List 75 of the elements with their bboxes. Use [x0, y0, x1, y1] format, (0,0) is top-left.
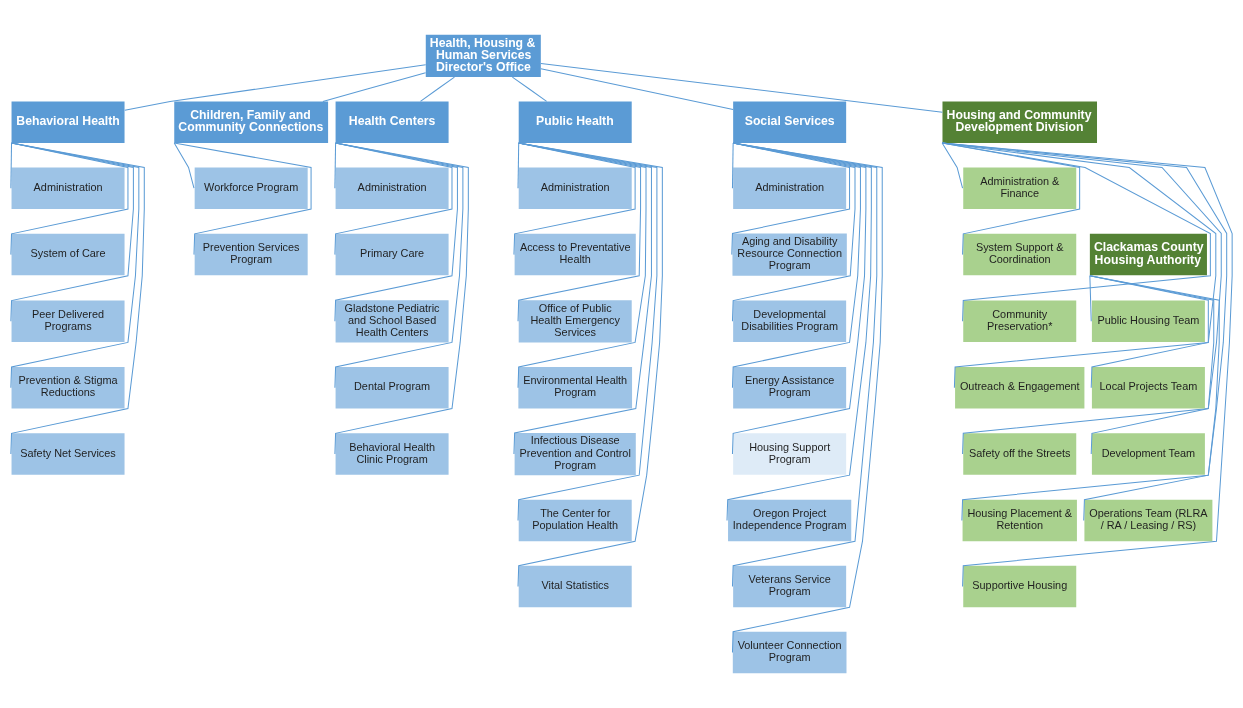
connector — [173, 142, 195, 189]
connector — [540, 68, 734, 111]
node-box: Housing Support Program — [733, 433, 847, 475]
connector — [517, 142, 520, 189]
node-box: Energy Assistance Program — [733, 366, 847, 409]
connector — [173, 142, 312, 256]
connector — [419, 76, 455, 102]
node-box: Housing and Community Development Division — [942, 101, 1097, 143]
connector — [124, 64, 427, 111]
node-box: Safety Net Services — [11, 433, 125, 475]
node-box: Community Preservation* — [963, 300, 1077, 343]
connector — [731, 142, 734, 189]
connector — [540, 63, 943, 113]
node-box: Oregon Project Independence Program — [728, 499, 852, 542]
node-box: System of Care — [11, 233, 125, 276]
connector — [322, 72, 427, 102]
node-box: Environmental Health Program — [518, 366, 633, 409]
node-box: Local Projects Team — [1091, 366, 1205, 409]
node-box: Administration — [335, 167, 449, 209]
node-box: Infectious Disease Prevention and Control Program — [514, 432, 636, 476]
node-box: Developmental Disabilities Program — [733, 300, 847, 343]
node-box: Safety off the Streets — [963, 433, 1077, 475]
node-box: Peer Delivered Programs — [11, 300, 125, 343]
connector — [941, 142, 1217, 389]
connector — [941, 142, 1081, 256]
connector — [511, 76, 548, 102]
connector — [10, 142, 13, 189]
node-box: Health Centers — [335, 101, 449, 143]
node-box: Veterans Service Program — [733, 565, 847, 608]
node-box: Vital Statistics — [518, 565, 632, 608]
node-box: Public Housing Team — [1091, 300, 1205, 343]
node-box: Health, Housing & Human Services Director's Office — [425, 34, 541, 77]
connector — [941, 142, 1211, 322]
connector — [334, 142, 337, 189]
node-box: Gladstone Pediatric and School Based Health Centers — [335, 300, 449, 343]
node-box: Development Team — [1091, 433, 1205, 475]
node-box: Clackamas County Housing Authority — [1089, 233, 1207, 276]
node-box: Prevention & Stigma Reductions — [11, 366, 125, 409]
node-box: Access to Preventative Health — [514, 233, 636, 276]
node-box: Public Health — [518, 101, 632, 143]
connector — [941, 142, 1222, 455]
node-box: Social Services — [733, 101, 847, 143]
connector — [941, 142, 964, 189]
node-box: Supportive Housing — [963, 565, 1077, 608]
connector — [517, 142, 642, 322]
node-box: Children, Family and Community Connections — [174, 101, 329, 143]
connector — [731, 142, 851, 256]
node-box: The Center for Population Health — [518, 499, 632, 542]
connector — [941, 142, 1228, 521]
connector — [10, 142, 129, 256]
node-box: System Support & Coordination — [963, 233, 1077, 276]
node-box: Administration — [11, 167, 125, 209]
node-box: Aging and Disability Resource Connection Program — [732, 233, 847, 276]
node-box: Primary Care — [335, 233, 449, 276]
node-box: Administration & Finance — [963, 167, 1077, 209]
node-box: Behavioral Health Clinic Program — [335, 433, 449, 475]
node-box: Volunteer Connection Program — [732, 631, 847, 674]
connector — [513, 142, 636, 256]
connector — [1089, 275, 1092, 322]
node-box: Administration — [733, 167, 847, 209]
connector — [334, 142, 453, 256]
connector — [10, 142, 134, 322]
node-box: Dental Program — [335, 366, 449, 409]
node-box: Administration — [518, 167, 632, 209]
node-box: Behavioral Health — [11, 101, 125, 143]
node-box: Housing Placement & Retention — [962, 499, 1077, 542]
connector — [941, 142, 1233, 587]
node-box: Prevention Services Program — [194, 233, 308, 276]
node-box: Operations Team (RLRA / RA / Leasing / RS) — [1084, 499, 1213, 542]
connector — [726, 142, 872, 521]
connector — [1083, 275, 1220, 521]
node-box: Outreach & Engagement — [955, 366, 1085, 409]
connector — [334, 142, 458, 322]
node-box: Workforce Program — [194, 167, 308, 209]
node-box: Office of Public Health Emergency Services — [518, 300, 632, 343]
